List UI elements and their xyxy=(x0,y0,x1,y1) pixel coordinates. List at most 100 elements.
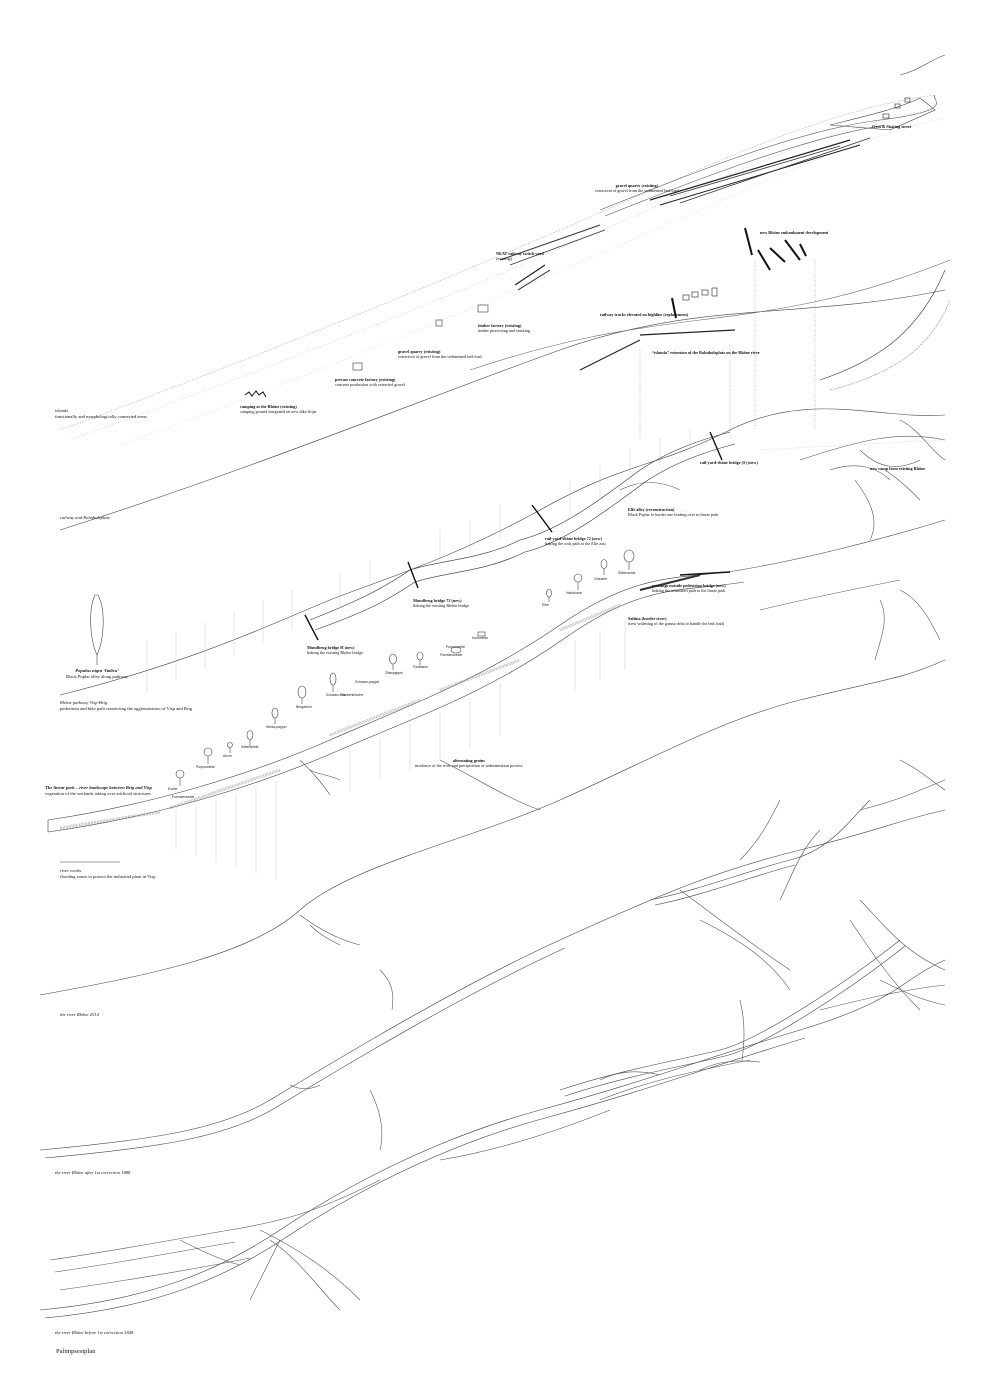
species-label: Schwarz-pappel xyxy=(355,680,380,684)
annotation-pedestrian-bridge: crossings outside pedestrian bridge (new… xyxy=(652,583,726,594)
layer-label-rhone1888: the river Rhône after 1st correction 188… xyxy=(55,1170,130,1176)
annotation-title: “islanda” extension of the Rohnholzplatz… xyxy=(652,350,760,355)
annotation-subtitle: Black Poplar alley along pathway xyxy=(66,674,128,679)
layer-label-linearpark: The linear park – river landscape betwee… xyxy=(45,785,152,797)
annotation-precast: precast concrete factory (existing) conc… xyxy=(335,377,405,388)
layer-islands-drawing xyxy=(59,54,946,446)
annotation-saltina: Saltina (border river) (new widening of … xyxy=(628,616,724,627)
annotation-subtitle: (new widening of the gamsa delta to hand… xyxy=(628,621,725,627)
layer-subtitle: pedestrian and bike path connecting the … xyxy=(60,706,193,712)
annotation-bridge-72: rail-yard-rhône bridge 72 (new) linking … xyxy=(545,536,606,547)
annotation-title: crossings outside pedestrian bridge (new… xyxy=(652,583,726,588)
annotation-title: rail-yard-rhône bridge 72 (new) xyxy=(545,536,602,541)
annotation-title: Elfe alley (reconstruction) xyxy=(628,507,675,512)
layer-title: the river Rhône before 1st correction 18… xyxy=(55,1330,134,1335)
layer-label-railway: railway and Rohnholzplatz xyxy=(60,515,110,521)
annotation-poplar: Populus nigra ‘Italica’ Black Poplar all… xyxy=(66,668,128,680)
annotation-neat: NEAT railway switch yard (existing) xyxy=(496,251,544,262)
layer-title: the river Rhône 2014 xyxy=(60,1012,99,1017)
annotation-subtitle: camping ground integrated on new dike sl… xyxy=(240,409,317,415)
layer-title: Rhône pathway Visp-Brig xyxy=(60,700,108,705)
annotation-title: Gym & Skating street xyxy=(872,124,912,129)
species-label: Fuerstenweide xyxy=(172,795,195,799)
species-label: Silberweide xyxy=(618,571,636,575)
layer-label-riverworks: river works flooding zones to protect th… xyxy=(60,868,156,880)
annotation-subtitle: extraction of gravel from the sedimented… xyxy=(398,354,482,360)
layer-title: islands xyxy=(55,408,69,413)
annotation-subtitle: linking the urbanized path to the linear… xyxy=(652,588,726,594)
annotation-title: gravel quarry (existing) xyxy=(398,349,441,354)
layer-title: railway and Rohnholzplatz xyxy=(60,515,110,520)
layer-linearpark-drawing xyxy=(47,519,946,880)
species-label: Eibe xyxy=(542,603,549,607)
annotation-subtitle: concrete production with extracted grave… xyxy=(335,382,405,388)
layer-subtitle: functionally and morphologically connect… xyxy=(55,414,147,420)
annotation-subtitle: linking the rock path to the Elfe axis xyxy=(545,541,607,547)
annotation-title: timber factory (existing) xyxy=(478,323,522,328)
layer-rhone1888-drawing xyxy=(39,809,946,1159)
species-label: Fuerstenweide xyxy=(440,653,463,657)
annotation-railyard-bridge: rail-yard-rhône bridge (S) (new) xyxy=(700,460,758,465)
annotation-bridge-h: Mundbrug bridge H (new) linking the exis… xyxy=(307,645,363,656)
annotation-title: precast concrete factory (existing) xyxy=(335,377,396,382)
annotation-development: new Rhône embankment development xyxy=(760,230,828,235)
species-label: Faulbaum xyxy=(413,665,429,669)
annotation-subtitle: timber processing and stacking xyxy=(478,328,530,334)
annotation-title: NEAT railway switch yard xyxy=(496,251,544,256)
annotation-subtitle: linking the existing Rhône bridge xyxy=(307,650,364,656)
leader-lines xyxy=(659,439,941,516)
annotation-title: Mundbrug bridge H (new) xyxy=(307,645,355,650)
annotation-title: railway tracks elevated on highline (rep… xyxy=(600,312,689,317)
annotation-subtitle: extraction of gravel from the sedimented… xyxy=(595,188,679,194)
species-label: Hainbuche xyxy=(566,591,583,595)
annotation-camping: camping at the Rhône (existing) camping … xyxy=(240,404,317,415)
species-label: Zitterpappel xyxy=(385,671,403,675)
annotation-title: camping at the Rhône (existing) xyxy=(240,404,297,409)
species-label: Schwarz-erle xyxy=(326,693,346,697)
annotation-subtitle: linking the existing Rhône bridge xyxy=(413,603,470,609)
species-label: Purpurweide xyxy=(446,645,466,649)
layer-label-islands: islands functionally and morphologically… xyxy=(55,408,147,420)
annotation-title: new Rhône embankment development xyxy=(760,230,829,235)
layer-label-rhone2014: the river Rhône 2014 xyxy=(60,1012,99,1018)
annotation-islanda: “islanda” extension of the Rohnholzplatz… xyxy=(652,350,760,355)
annotation-gym: Gym & Skating street xyxy=(872,124,911,129)
layer-title: The linear park – river landscape betwee… xyxy=(45,785,152,790)
annotation-railtracks: railway tracks elevated on highline (rep… xyxy=(600,312,688,317)
layer-pathway-drawing xyxy=(59,408,946,696)
species-label: Purpurweide xyxy=(196,765,216,769)
layer-rhone1848-drawing xyxy=(39,959,946,1319)
layer-label-rhone1848: the river Rhône before 1st correction 18… xyxy=(55,1330,133,1336)
annotation-timber: timber factory (existing) timber process… xyxy=(478,323,530,334)
annotation-gravel-quarry-2: gravel quarry (existing) extraction of g… xyxy=(398,349,482,360)
species-label: Traubenkirsche xyxy=(340,693,364,697)
annotation-title: Populus nigra ‘Italica’ xyxy=(75,668,119,673)
layer-subtitle: vegetation of the wetlands taking over a… xyxy=(45,791,152,797)
annotation-alternating-groins: alternating groins incidence of the rive… xyxy=(415,758,523,769)
species-label: Silberweide xyxy=(241,745,259,749)
annotation-subtitle: incidence of the river and precipitation… xyxy=(415,763,523,769)
plan-title: Palimpsestplan xyxy=(56,1348,96,1355)
species-label: Grauerle xyxy=(594,577,608,581)
layer-rhone2014-drawing xyxy=(39,659,946,996)
layer-title: the river Rhône after 1st correction 188… xyxy=(55,1170,131,1175)
annotation-gravel-quarry-1: gravel quarry (existing) extraction of g… xyxy=(595,183,679,194)
annotation-subtitle: Black Poplar to border one leading over … xyxy=(628,512,719,518)
species-label: Korbweide xyxy=(472,636,489,640)
layer-title: river works xyxy=(60,868,82,873)
layer-railway-drawing xyxy=(59,227,951,531)
annotation-bridge-mundbrug: Mundbrug bridge 72 (new) linking the exi… xyxy=(413,598,469,609)
annotation-ramp: new ramp from existing Rhône xyxy=(870,466,925,471)
annotation-subtitle: (existing) xyxy=(496,256,513,262)
annotation-title: alternating groins xyxy=(452,758,485,763)
layer-label-pathway: Rhône pathway Visp-Brig pedestrian and b… xyxy=(60,700,192,712)
annotation-title: gravel quarry (existing) xyxy=(615,183,658,188)
species-label: Bergahorn xyxy=(296,705,312,709)
annotation-title: Mundbrug bridge 72 (new) xyxy=(413,598,462,603)
annotation-title: rail-yard-rhône bridge (S) (new) xyxy=(700,460,758,465)
species-label: Weiss-pappel xyxy=(266,725,287,729)
species-label: Ahorn xyxy=(223,754,233,758)
annotation-title: new ramp from existing Rhône xyxy=(870,466,926,471)
species-label: Esche xyxy=(168,787,178,791)
